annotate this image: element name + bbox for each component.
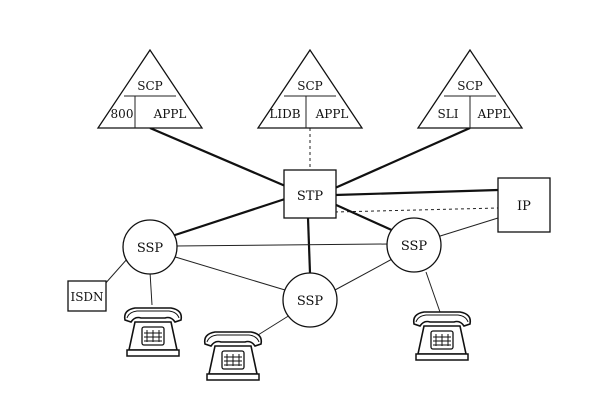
link-stp-ssp-bottom [306,217,312,274]
link-stp-ssp-right [333,202,397,234]
scp-label: SCP [297,79,322,93]
scp-appl-label: APPL [153,107,187,121]
ssp-label: SSP [137,241,164,256]
scp-label: SCP [457,79,482,93]
ip-label: IP [517,199,531,214]
trunk-ssp-left-right [174,243,389,247]
ssp-node-bottom: SSP [282,272,338,328]
link-scpsli-stp [334,126,471,190]
trunk-ssp-bottom-right [334,257,395,291]
trunk-ssp-right-ip [436,217,499,238]
isdn-label: ISDN [70,290,103,304]
stp-label: STP [297,189,324,204]
scp-label: SCP [137,79,162,93]
ssp-label: SSP [401,239,428,254]
scp-app-name: 800 [111,107,134,121]
scp-app-name: LIDB [269,107,300,121]
scp-appl-label: APPL [477,107,511,121]
link-stp-ip [334,188,499,197]
scp-appl-label: APPL [315,107,349,121]
link-stp-ip-voice [334,207,499,213]
ssp-node-left: SSP [122,219,178,275]
line-ssp-isdn [103,257,129,286]
scp-node-lidb: SCP LIDB APPL [256,48,364,129]
ssp-node-right: SSP [386,217,442,273]
scp-app-name: SLI [438,107,459,121]
line-ssp-phone-left [149,271,153,306]
link-scp800-stp [149,126,291,190]
scp-node-sli: SCP SLI APPL [416,48,524,129]
link-stp-ssp-left [171,196,289,238]
ssp-label: SSP [297,294,324,309]
scp-node-800: SCP 800 APPL [96,48,204,129]
telephone-icon [123,307,183,357]
telephone-icon [412,311,472,361]
telephone-icon [203,331,263,381]
stp-node: STP [283,169,337,219]
ip-node: IP [497,177,551,233]
line-ssp-phone-bottom [257,314,291,336]
isdn-terminal: ISDN [67,280,107,312]
trunk-ssp-left-bottom [171,255,286,291]
line-ssp-phone-right [425,271,441,313]
